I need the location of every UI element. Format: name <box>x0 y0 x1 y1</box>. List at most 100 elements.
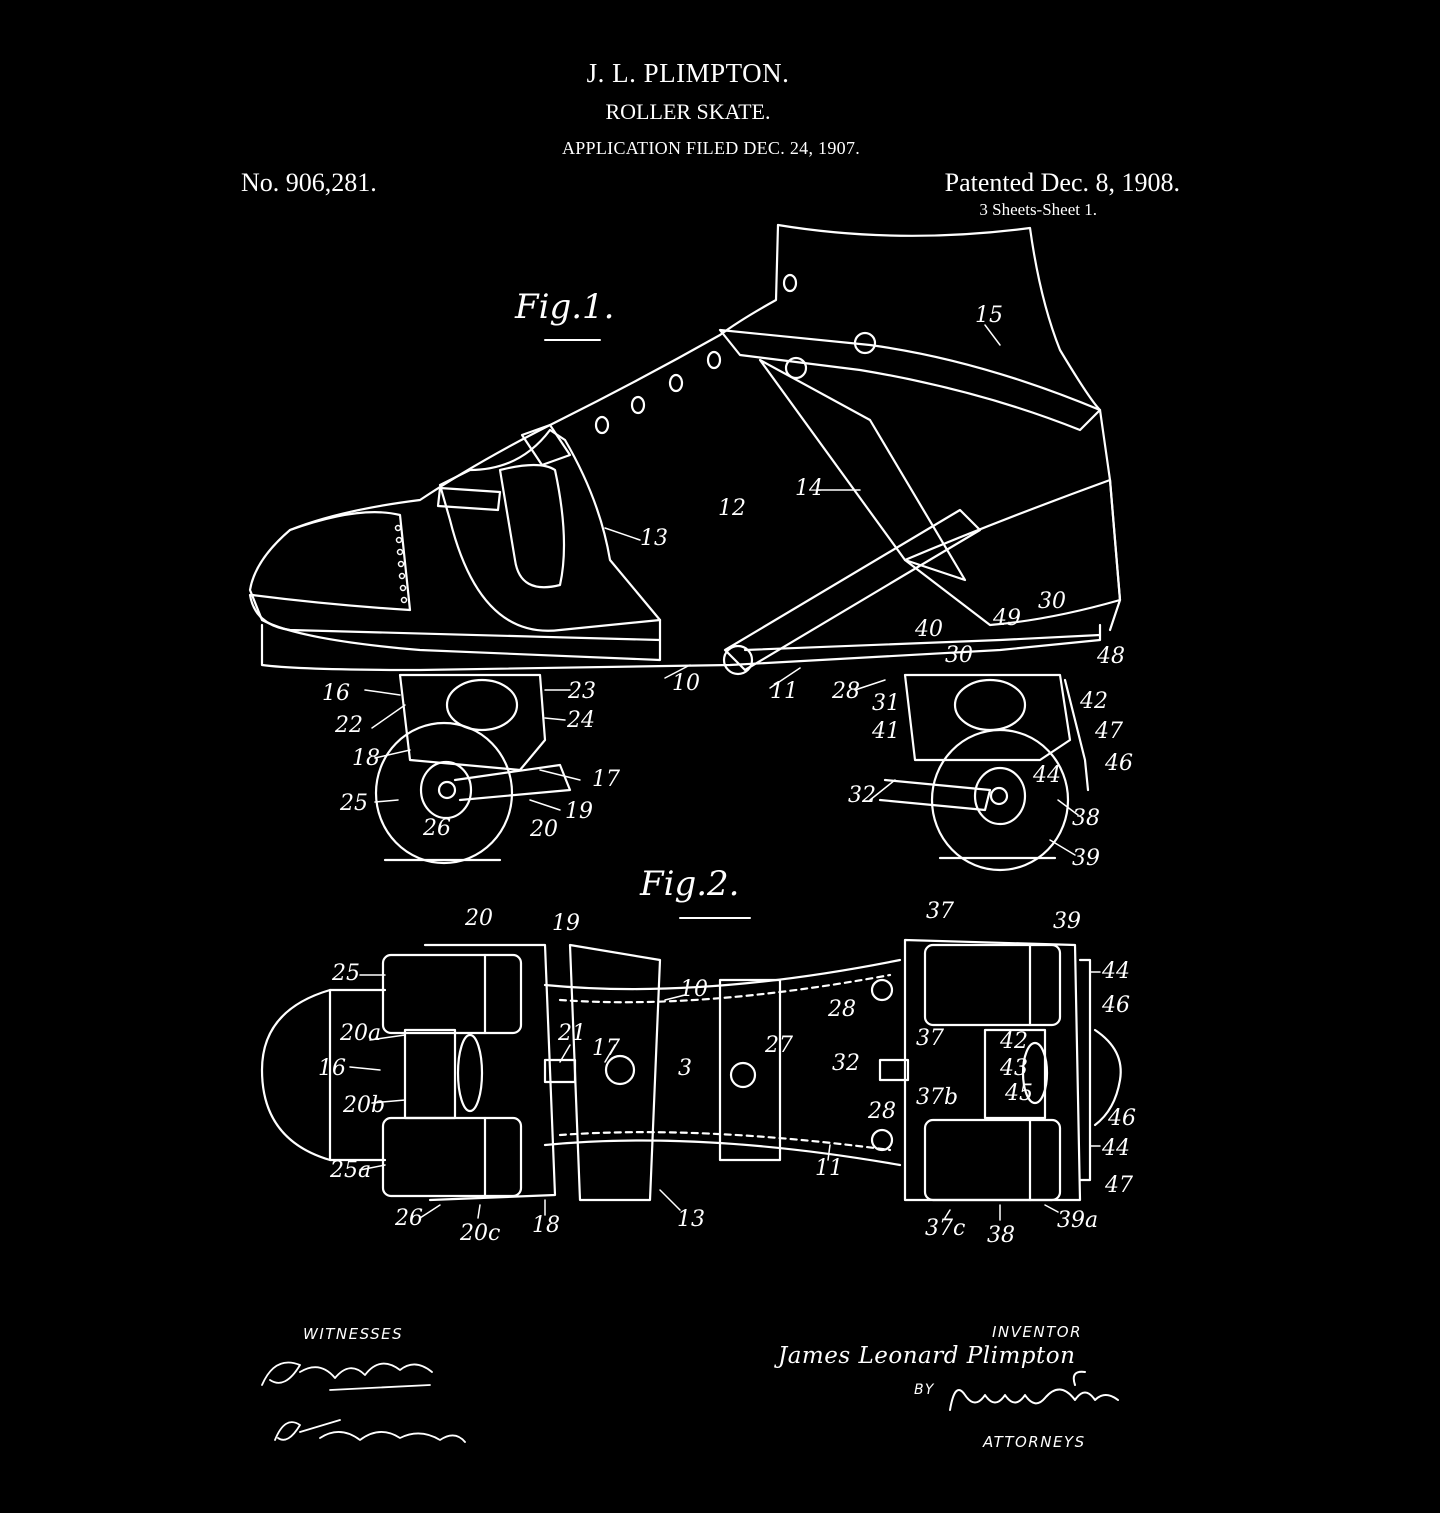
fig2-label: 3 <box>678 1056 692 1081</box>
fig2-label: 19 <box>552 911 580 936</box>
fig1-label: 31 <box>872 691 900 716</box>
rear-truck-frame <box>903 938 1082 1202</box>
fig2-label: 28 <box>867 1099 896 1124</box>
front-axle <box>437 780 457 800</box>
patented-date: Patented Dec. 8, 1908. <box>944 168 1180 197</box>
side-brace-strap <box>758 358 967 582</box>
fig1-label: 19 <box>565 799 593 824</box>
toe-strap <box>438 428 662 632</box>
ankle-strap <box>718 328 1102 432</box>
fig2-label: 37 <box>926 899 954 924</box>
fig1-label: 15 <box>975 303 1003 328</box>
toe-clamp-plate <box>436 486 502 512</box>
fig1-label: 17 <box>592 767 620 792</box>
front-toe-plate-inner <box>328 988 387 1162</box>
fig1-label: 40 <box>914 617 943 642</box>
front-wheel-left <box>381 953 523 1035</box>
fig1-reference-numerals: 15 14 12 13 10 11 28 49 30 40 30 48 16 2… <box>322 303 1133 871</box>
fig1-label: 11 <box>770 679 798 704</box>
ankle-strap-rivet <box>853 331 877 355</box>
patent-inventor-heading: J. L. PLIMPTON. <box>586 58 790 88</box>
fig2-label: 46 <box>1107 1106 1136 1131</box>
by-label: BY <box>914 1382 935 1398</box>
slide-screw <box>729 1061 757 1089</box>
fig2-leader-lines <box>349 971 1101 1221</box>
plate-screw-upper <box>870 978 894 1002</box>
fig1-label: 42 <box>1079 689 1108 714</box>
fig2-label: 44 <box>1101 959 1130 984</box>
witnesses-label: WITNESSES <box>303 1325 404 1343</box>
fig1-label: 44 <box>1032 763 1061 788</box>
fig1-label: 39 <box>1072 846 1100 871</box>
front-truck-cushion <box>445 678 519 732</box>
fig2-label: 37 <box>916 1026 944 1051</box>
sheet-count: 3 Sheets-Sheet 1. <box>979 200 1097 219</box>
fig2-label: 11 <box>815 1156 843 1181</box>
rear-wheel <box>930 728 1070 872</box>
fig2-label: 10 <box>680 977 708 1002</box>
fig2-label: 27 <box>764 1033 793 1058</box>
toe-strap-band <box>568 943 662 1202</box>
ankle-strap-pivot <box>784 356 808 380</box>
fig2-label: 20 <box>464 906 493 931</box>
fig1-label: 25 <box>339 791 368 816</box>
rear-brake-arc <box>1093 1028 1122 1127</box>
fig2-label: 21 <box>557 1021 586 1046</box>
rear-side-rails <box>1078 958 1092 1182</box>
fig1-label: 12 <box>718 496 746 521</box>
diagonal-brace <box>723 508 982 672</box>
fig1-label: 32 <box>848 783 876 808</box>
fig1-label: 20 <box>529 817 558 842</box>
rear-axle-arm <box>878 778 992 812</box>
fig2-label: 44 <box>1101 1136 1130 1161</box>
front-toe-plate <box>260 988 332 1162</box>
fig1-label: 48 <box>1096 644 1125 669</box>
front-truck-frame <box>423 943 557 1202</box>
fig2-label: 32 <box>832 1051 860 1076</box>
fig2-label: 13 <box>677 1207 705 1232</box>
heel-counter <box>903 478 1122 627</box>
fig2-label: 39a <box>1057 1208 1098 1233</box>
witness-signature-1 <box>261 1361 433 1391</box>
fig1-side-view: Fig.1. <box>248 223 1133 872</box>
fig2-label: 37c <box>925 1216 965 1241</box>
rear-stud <box>878 1058 910 1082</box>
fig2-label: 42 <box>999 1029 1028 1054</box>
fig1-leader-lines <box>364 324 1079 856</box>
fig2-reference-numerals: 20 19 37 39 25 10 28 44 46 20a 21 17 27 … <box>318 899 1136 1248</box>
fig1-label: 30 <box>945 643 973 668</box>
fig1-label: 46 <box>1104 751 1133 776</box>
rear-wheel-hub <box>973 766 1027 826</box>
toe-perforations <box>394 524 408 604</box>
rear-axle-bar <box>983 1028 1047 1120</box>
rear-truck-hanger <box>903 673 1072 762</box>
fig1-label: 14 <box>795 476 823 501</box>
fig1-label: 49 <box>992 606 1021 631</box>
rear-bracket <box>1063 678 1090 792</box>
shoe-toe-cap <box>250 511 412 612</box>
brace-pivot <box>722 644 754 676</box>
fig2-caption: Fig.2. <box>639 864 739 904</box>
fig1-label: 26 <box>422 816 451 841</box>
toe-strap-slot <box>498 463 566 589</box>
front-axle-bar <box>403 1028 457 1120</box>
fig2-label: 25a <box>329 1158 371 1183</box>
attorney-signature <box>949 1370 1119 1411</box>
toe-strap-buckle <box>520 423 572 467</box>
center-plate-front <box>543 958 902 1167</box>
fig2-label: 17 <box>592 1036 620 1061</box>
shoe-upper-outline <box>248 223 780 662</box>
toe-strap-bolt <box>604 1054 636 1086</box>
fig2-label: 45 <box>1004 1081 1033 1106</box>
attorneys-label: ATTORNEYS <box>983 1433 1086 1451</box>
center-plate-dashed <box>558 973 892 1152</box>
front-wheel-hub <box>419 760 473 820</box>
inventor-label: INVENTOR <box>992 1323 1082 1341</box>
fig2-label: 26 <box>394 1206 423 1231</box>
fig1-label: 47 <box>1094 719 1123 744</box>
patent-number: No. 906,281. <box>241 168 377 197</box>
fig1-caption: Fig.1. <box>514 287 614 327</box>
rear-wheel-right <box>923 1118 1062 1202</box>
foot-plate <box>260 623 1102 672</box>
slide-plate <box>718 978 782 1162</box>
